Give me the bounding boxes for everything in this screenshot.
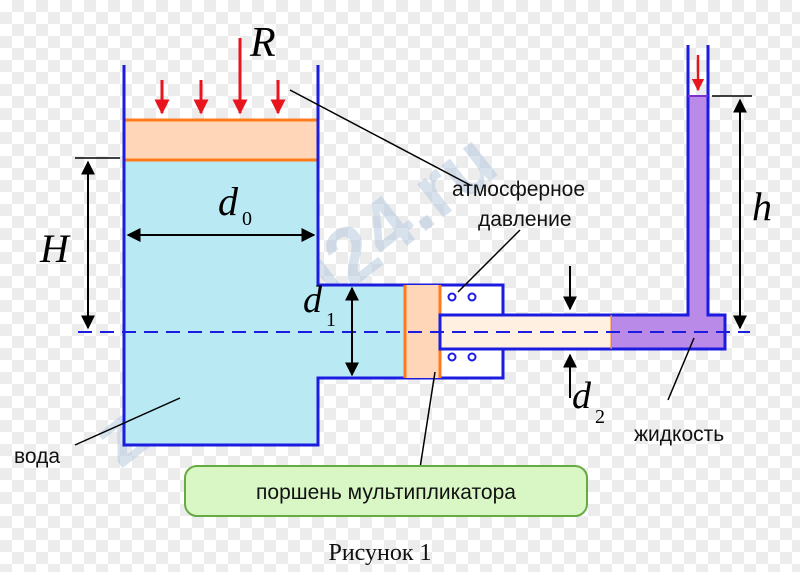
- tank-outline-right: [316, 65, 405, 287]
- liquid-tube-outline: [612, 45, 690, 317]
- label-atm-pressure-2: давление: [478, 208, 572, 231]
- atm-leader-line: [289, 89, 471, 186]
- label-d0: d: [218, 179, 239, 224]
- label-d2-sub: 2: [595, 406, 605, 428]
- liquid-tube-outline-right: [612, 45, 727, 351]
- vent-hole: [467, 352, 477, 362]
- vent-hole: [467, 292, 477, 302]
- piston-leader-line: [419, 371, 436, 469]
- tank-outline: [122, 65, 405, 447]
- label-liquid: жидкость: [634, 423, 724, 446]
- atm-leader-line: [457, 229, 521, 293]
- label-d1-sub: 1: [326, 309, 336, 331]
- figure-caption: Рисунок 1: [328, 540, 431, 566]
- liquid-region: [612, 96, 725, 349]
- water-leader-line: [74, 397, 181, 446]
- upper-piston: [124, 120, 318, 160]
- label-water: вода: [14, 445, 60, 468]
- label-atm-pressure-1: атмосферное: [452, 178, 585, 201]
- liquid-leader-line: [667, 337, 695, 401]
- label-d2: d: [572, 375, 592, 417]
- piston-callout-box: [184, 465, 588, 517]
- label-H: H: [39, 226, 71, 271]
- label-R: R: [249, 20, 276, 66]
- label-h: h: [752, 184, 772, 229]
- label-piston: поршень мультипликатора: [256, 481, 516, 504]
- label-d0-sub: 0: [242, 208, 252, 230]
- vent-hole: [447, 292, 457, 302]
- vent-hole: [447, 352, 457, 362]
- label-d1: d: [303, 279, 323, 321]
